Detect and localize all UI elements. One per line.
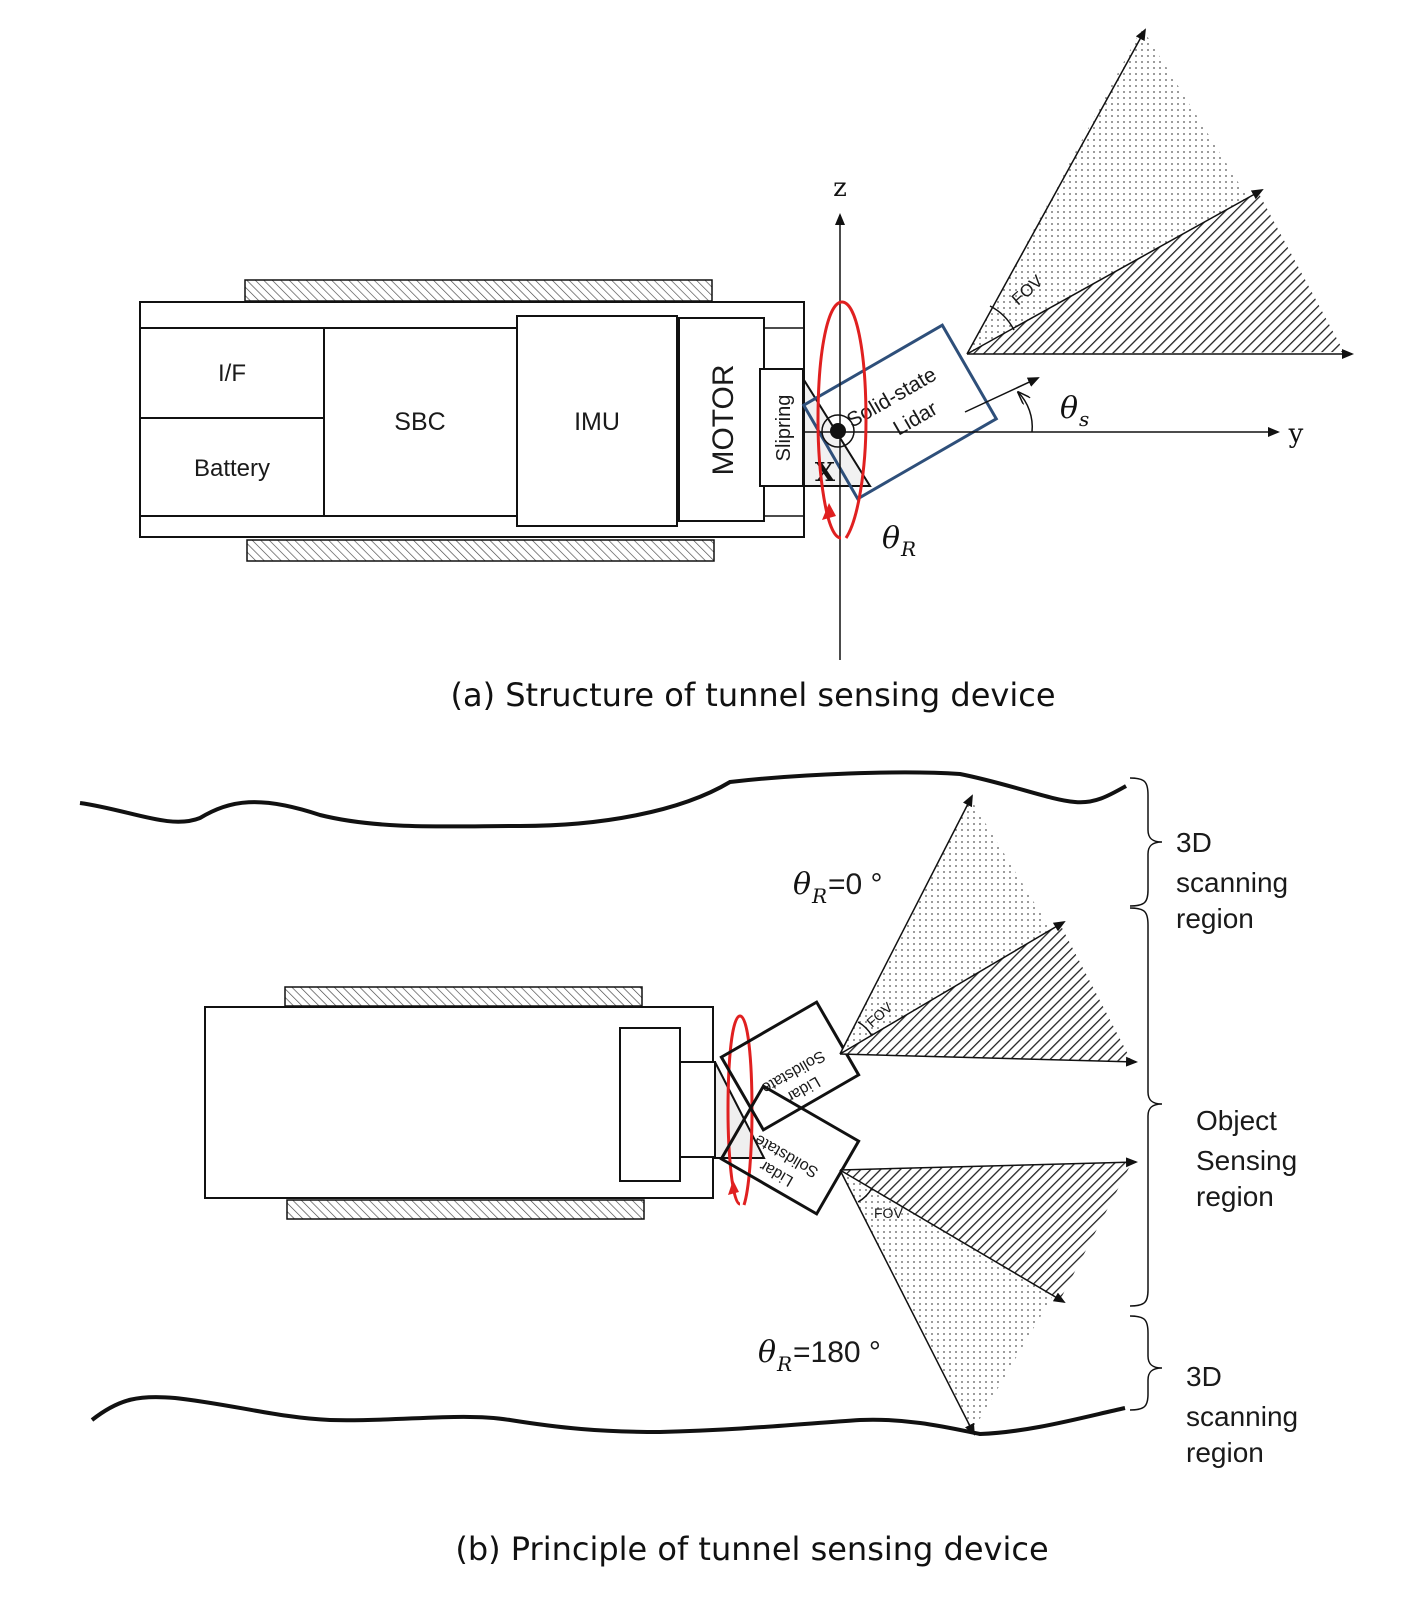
theta-s-arc — [1018, 392, 1034, 433]
region-middle-line-1: Object — [1196, 1105, 1277, 1136]
region-middle-line-3: region — [1196, 1181, 1274, 1212]
b-slipring-box — [679, 1061, 716, 1158]
region-top-label: 3D scanning region — [1176, 827, 1288, 934]
motor-box — [678, 317, 765, 522]
theta-r-180-label: θ R =180 ° — [758, 1335, 881, 1376]
theta-r-0-label: θ R =0 ° — [793, 867, 883, 908]
y-label: y — [1288, 419, 1304, 449]
svg-text:θ: θ — [882, 521, 900, 556]
if-label: I/F — [218, 360, 246, 387]
brace-top — [1129, 777, 1163, 907]
x-label: X — [815, 458, 836, 488]
region-bottom-label: 3D scanning region — [1186, 1361, 1298, 1468]
diagram-a: I/F Battery SBC IMU MOTOR Slipring Solid… — [139, 28, 1354, 714]
caption-b: (b) Principle of tunnel sensing device — [455, 1530, 1048, 1568]
theta-r-label: θ R — [882, 521, 916, 561]
slipring-label: Slipring — [773, 395, 795, 462]
region-middle-label: Object Sensing region — [1196, 1105, 1297, 1212]
brace-bottom — [1129, 1315, 1163, 1411]
b-bottom-track — [286, 1199, 645, 1220]
imu-label: IMU — [574, 408, 620, 436]
svg-text:=0 °: =0 ° — [828, 868, 883, 901]
fov-arc-a — [989, 305, 1015, 331]
region-bottom-line-2: scanning — [1186, 1401, 1298, 1432]
b-top-hatched-region — [840, 924, 1132, 1062]
rotation-arrow-a — [816, 300, 868, 540]
if-box — [139, 327, 325, 419]
lidar-direction-arrow — [964, 377, 1040, 413]
battery-label: Battery — [194, 455, 270, 482]
region-bottom-line-3: region — [1186, 1437, 1264, 1468]
origin-ring — [821, 414, 855, 448]
region-top-line-1: 3D — [1176, 827, 1212, 858]
sbc-label: SBC — [394, 408, 445, 436]
brace-middle — [1129, 907, 1163, 1307]
svg-text:=180 °: =180 ° — [793, 1336, 881, 1369]
z-label: z — [833, 173, 847, 203]
region-bottom-line-1: 3D — [1186, 1361, 1222, 1392]
svg-text:θ: θ — [1060, 391, 1078, 426]
b-bottom-hatched-region — [840, 1162, 1132, 1300]
slipring-box — [759, 368, 804, 487]
motor-label: MOTOR — [707, 364, 740, 475]
region-top-line-3: region — [1176, 903, 1254, 934]
svg-text:R: R — [900, 537, 916, 561]
battery-box — [139, 417, 325, 517]
svg-text:s: s — [1079, 407, 1089, 431]
diagram-b: Solidstate Lidar Solidstate Lidar FOV FO… — [79, 770, 1298, 1568]
tunnel-wall-top — [79, 770, 1127, 829]
theta-s-label: θ s — [1060, 391, 1089, 431]
b-motor-box — [619, 1027, 681, 1182]
region-top-line-2: scanning — [1176, 867, 1288, 898]
bottom-track — [246, 539, 715, 562]
svg-text:R: R — [811, 884, 827, 908]
region-middle-line-2: Sensing — [1196, 1145, 1297, 1176]
fov-label-b-bottom: FOV — [874, 1205, 903, 1221]
caption-a: (a) Structure of tunnel sensing device — [450, 676, 1055, 714]
rotation-arrow-b — [726, 1014, 754, 1206]
top-track — [244, 279, 713, 302]
svg-text:θ: θ — [793, 867, 811, 902]
sbc-box — [323, 327, 518, 517]
origin-dot — [830, 423, 846, 439]
svg-text:R: R — [776, 1352, 792, 1376]
svg-text:θ: θ — [758, 1335, 776, 1370]
fov-hatched-region — [967, 192, 1344, 354]
b-top-track — [284, 986, 643, 1007]
lidar-b-top: Solidstate Lidar — [719, 1000, 861, 1132]
imu-box — [516, 315, 678, 527]
